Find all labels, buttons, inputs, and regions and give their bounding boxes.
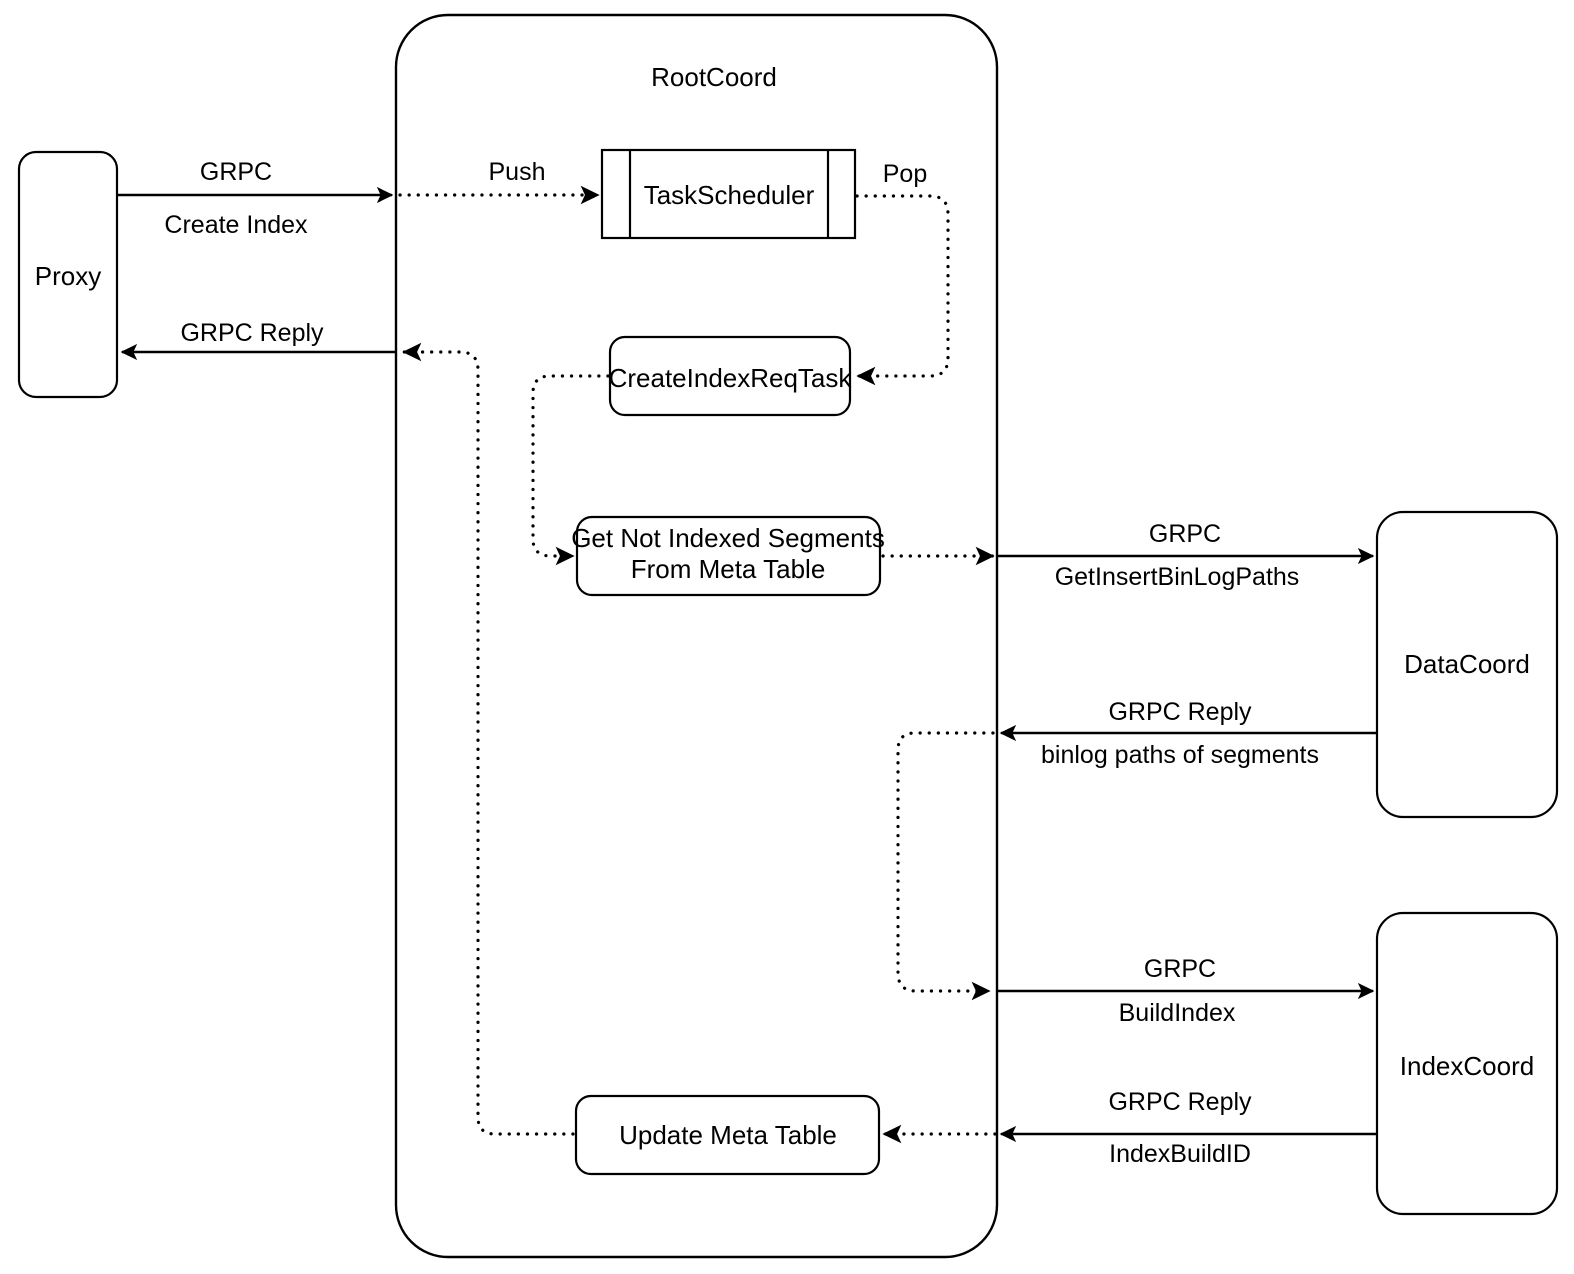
edge-update-meta-table-to-reply [402,342,575,1136]
edge-proxy-to-rootcoord-label-bottom: Create Index [164,211,308,239]
edge-task-to-get-segments [531,374,610,566]
edge-push-to-scheduler: Push [398,158,600,205]
create-index-req-task-label: CreateIndexReqTask [609,363,853,393]
node-proxy[interactable]: Proxy [17,150,119,399]
edge-indexcoord-to-rootcoord-label-bottom: IndexBuildID [1109,1140,1251,1168]
edge-pop-from-scheduler-path [855,194,950,386]
edge-datacoord-to-rootcoord-label-top: GRPC Reply [1108,698,1252,726]
node-create-index-req-task[interactable]: CreateIndexReqTask [608,335,853,417]
rootcoord-container: RootCoord [394,13,999,1259]
task-scheduler-label: TaskScheduler [644,180,815,210]
create-index-req-task-shape[interactable] [608,335,852,417]
edge-binlog-reply-to-buildindex-path [896,731,995,1001]
edge-pop-from-scheduler: Pop [855,160,950,386]
indexcoord-shape[interactable] [1375,911,1559,1216]
edge-rootcoord-to-indexcoord-label-bottom: BuildIndex [1119,999,1236,1027]
datacoord-shape[interactable] [1375,510,1559,819]
node-datacoord[interactable]: DataCoord [1375,510,1559,819]
update-meta-table-shape[interactable] [574,1094,881,1176]
edge-update-meta-table-to-reply-path [402,342,575,1136]
edge-indexcoord-to-rootcoord: GRPC Reply IndexBuildID [999,1088,1376,1168]
edge-rootcoord-to-proxy: GRPC Reply [120,319,396,361]
edge-rootcoord-to-datacoord-label-top: GRPC [1149,520,1221,548]
edge-proxy-to-rootcoord-label-top: GRPC [200,158,272,186]
edge-datacoord-to-rootcoord: GRPC Reply binlog paths of segments [999,698,1376,769]
get-not-indexed-segments-shape[interactable] [575,515,882,597]
proxy-label: Proxy [35,261,101,291]
edge-rootcoord-to-datacoord: GRPC GetInsertBinLogPaths [997,520,1375,591]
edge-push-label: Push [489,158,546,186]
edge-pop-label: Pop [883,160,927,188]
node-indexcoord[interactable]: IndexCoord [1375,911,1559,1216]
proxy-shape[interactable] [17,150,119,399]
node-task-scheduler[interactable]: TaskScheduler [600,148,857,240]
rootcoord-container-shape [394,13,999,1259]
edge-task-to-get-segments-path [531,374,610,566]
edge-binlog-reply-to-buildindex [896,731,995,1001]
datacoord-label: DataCoord [1404,649,1530,679]
edge-datacoord-to-rootcoord-label-bottom: binlog paths of segments [1041,741,1319,769]
get-not-indexed-segments-line1: Get Not Indexed Segments [571,523,885,553]
edge-rootcoord-to-datacoord-label-bottom: GetInsertBinLogPaths [1055,563,1300,591]
edge-indexcoord-to-rootcoord-label-top: GRPC Reply [1108,1088,1252,1116]
node-update-meta-table[interactable]: Update Meta Table [574,1094,881,1176]
edge-rootcoord-to-indexcoord-label-top: GRPC [1144,955,1216,983]
indexcoord-label: IndexCoord [1400,1051,1534,1081]
get-not-indexed-segments-line2: From Meta Table [631,554,826,584]
node-get-not-indexed-segments[interactable]: Get Not Indexed Segments From Meta Table [571,515,885,597]
rootcoord-title: RootCoord [651,62,777,92]
edge-rootcoord-to-proxy-label-top: GRPC Reply [180,319,324,347]
update-meta-table-label: Update Meta Table [619,1120,837,1150]
task-scheduler-shape[interactable] [600,148,857,240]
edge-proxy-to-rootcoord: GRPC Create Index [118,158,394,239]
edge-rootcoord-to-indexcoord: GRPC BuildIndex [997,955,1375,1027]
